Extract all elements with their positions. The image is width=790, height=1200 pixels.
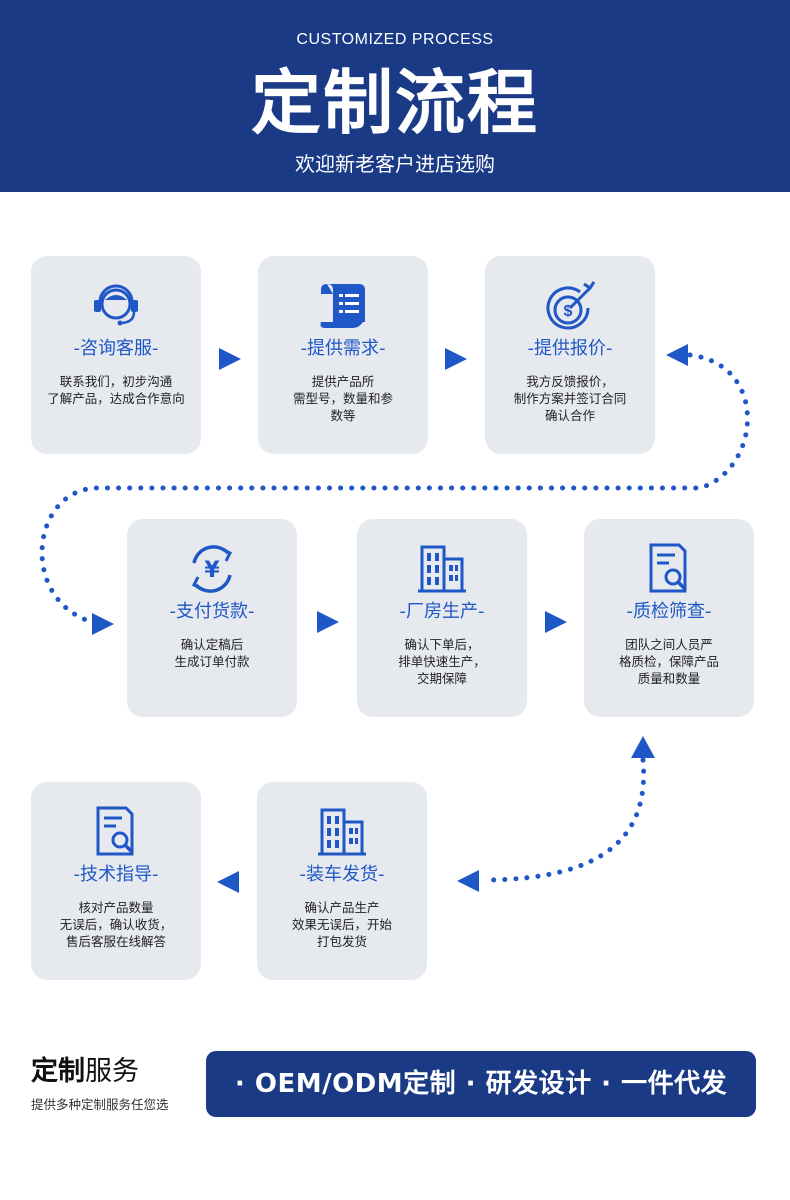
connector-bottom-curve: [487, 757, 647, 883]
step-card-inspection: -质检筛查- 团队之间人员严 格质检，保障产品 质量和数量: [584, 519, 754, 717]
step-title: -质检筛查-: [626, 601, 712, 622]
step-card-shipping: -装车发货- 确认产品生产 效果无误后，开始 打包发货: [257, 782, 427, 980]
header-banner: CUSTOMIZED PROCESS 定制流程 欢迎新老客户进店选购: [0, 0, 790, 192]
document-search-icon: [639, 541, 699, 597]
arrow-left-icon: [666, 344, 688, 366]
step-description: 核对产品数量 无误后，确认收货， 售后客服在线解答: [59, 900, 173, 949]
building-icon: [412, 541, 472, 597]
step-card-consult: -咨询客服- 联系我们，初步沟通 了解产品，达成合作意向: [31, 256, 201, 454]
footer-title-bold: 定制: [31, 1056, 85, 1087]
step-description: 确认下单后， 排单快速生产， 交期保障: [398, 637, 486, 686]
building-icon: [312, 804, 372, 860]
scroll-document-icon: [313, 278, 373, 334]
target-dollar-icon: $: [540, 278, 600, 334]
svg-text:$: $: [564, 303, 573, 320]
footer-title-light: 服务: [85, 1056, 139, 1087]
arrow-left-icon: [217, 871, 239, 893]
services-banner: · OEM/ODM定制 · 研发设计 · 一件代发: [206, 1051, 756, 1117]
step-title: -装车发货-: [299, 864, 385, 885]
step-description: 我方反馈报价， 制作方案并签订合同 确认合作: [513, 374, 627, 423]
step-card-production: -厂房生产- 确认下单后， 排单快速生产， 交期保障: [357, 519, 527, 717]
document-search-icon: [86, 804, 146, 860]
arrow-right-icon: [92, 613, 114, 635]
arrow-up-icon: [631, 736, 655, 758]
step-title: -提供报价-: [527, 338, 613, 359]
header-subtitle: 欢迎新老客户进店选购: [295, 152, 495, 176]
svg-text:¥: ¥: [204, 558, 220, 583]
page-title: 定制流程: [251, 62, 539, 144]
headset-agent-icon: [86, 278, 146, 334]
step-card-requirements: -提供需求- 提供产品所 需型号，数量和参 数等: [258, 256, 428, 454]
yen-exchange-icon: ¥: [182, 541, 242, 597]
step-card-quotation: $ -提供报价- 我方反馈报价， 制作方案并签订合同 确认合作: [485, 256, 655, 454]
arrow-left-icon: [457, 870, 479, 892]
arrow-right-icon: [317, 611, 339, 633]
footer-title: 定制服务: [31, 1055, 139, 1089]
step-description: 团队之间人员严 格质检，保障产品 质量和数量: [618, 637, 719, 686]
step-description: 联系我们，初步沟通 了解产品，达成合作意向: [47, 374, 185, 406]
arrow-right-icon: [445, 348, 467, 370]
footer-subtitle: 提供多种定制服务任您选: [31, 1097, 169, 1112]
step-title: -技术指导-: [73, 864, 159, 885]
step-card-guidance: -技术指导- 核对产品数量 无误后，确认收货， 售后客服在线解答: [31, 782, 201, 980]
header-english-subtitle: CUSTOMIZED PROCESS: [296, 31, 494, 48]
step-title: -厂房生产-: [399, 601, 485, 622]
arrow-right-icon: [219, 348, 241, 370]
arrow-right-icon: [545, 611, 567, 633]
step-description: 提供产品所 需型号，数量和参 数等: [292, 374, 393, 423]
step-card-payment: ¥ -支付货款- 确认定稿后 生成订单付款: [127, 519, 297, 717]
step-description: 确认产品生产 效果无误后，开始 打包发货: [291, 900, 392, 949]
step-title: -提供需求-: [300, 338, 386, 359]
step-description: 确认定稿后 生成订单付款: [174, 637, 250, 669]
step-title: -咨询客服-: [73, 338, 159, 359]
step-title: -支付货款-: [169, 601, 255, 622]
